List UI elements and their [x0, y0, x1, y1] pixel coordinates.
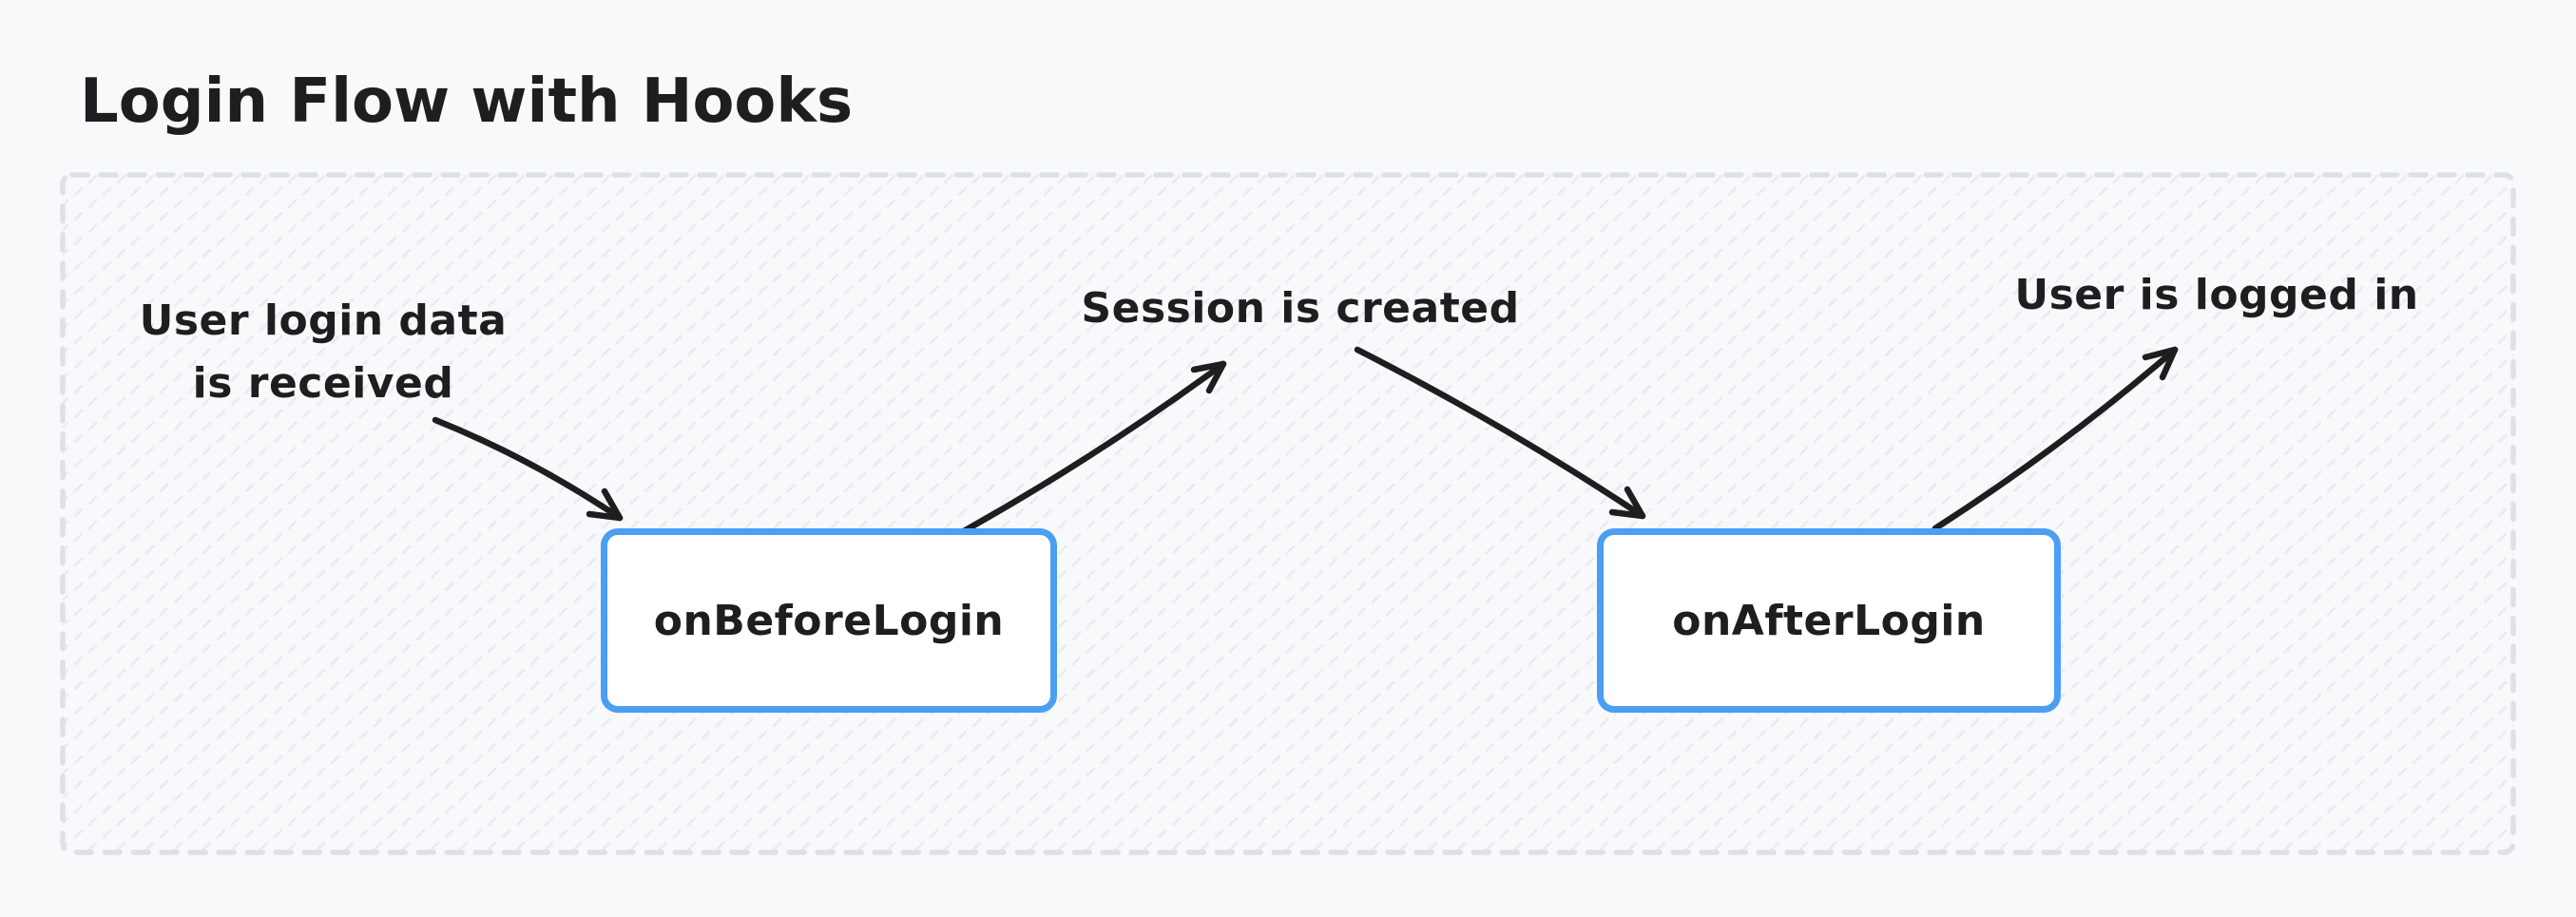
- annotation-session-created: Session is created: [1081, 284, 1520, 333]
- annotation-user-login-data: User login data is received: [114, 290, 532, 415]
- arrow-before-to-session: [958, 360, 1227, 536]
- page-title: Login Flow with Hooks: [80, 67, 854, 137]
- node-onbeforelogin-label: onBeforeLogin: [653, 596, 1005, 645]
- node-onafterlogin-label: onAfterLogin: [1672, 596, 1986, 645]
- arrow-after-to-loggedin: [1932, 346, 2179, 532]
- node-onbeforelogin: onBeforeLogin: [601, 528, 1057, 713]
- annotation-line-1: User login data: [139, 296, 508, 345]
- arrow-input-to-before: [432, 416, 624, 522]
- node-onafterlogin: onAfterLogin: [1597, 528, 2061, 713]
- annotation-user-logged-in: User is logged in: [2014, 271, 2419, 319]
- annotation-line-2: is received: [192, 359, 454, 408]
- arrow-session-to-after: [1354, 346, 1646, 520]
